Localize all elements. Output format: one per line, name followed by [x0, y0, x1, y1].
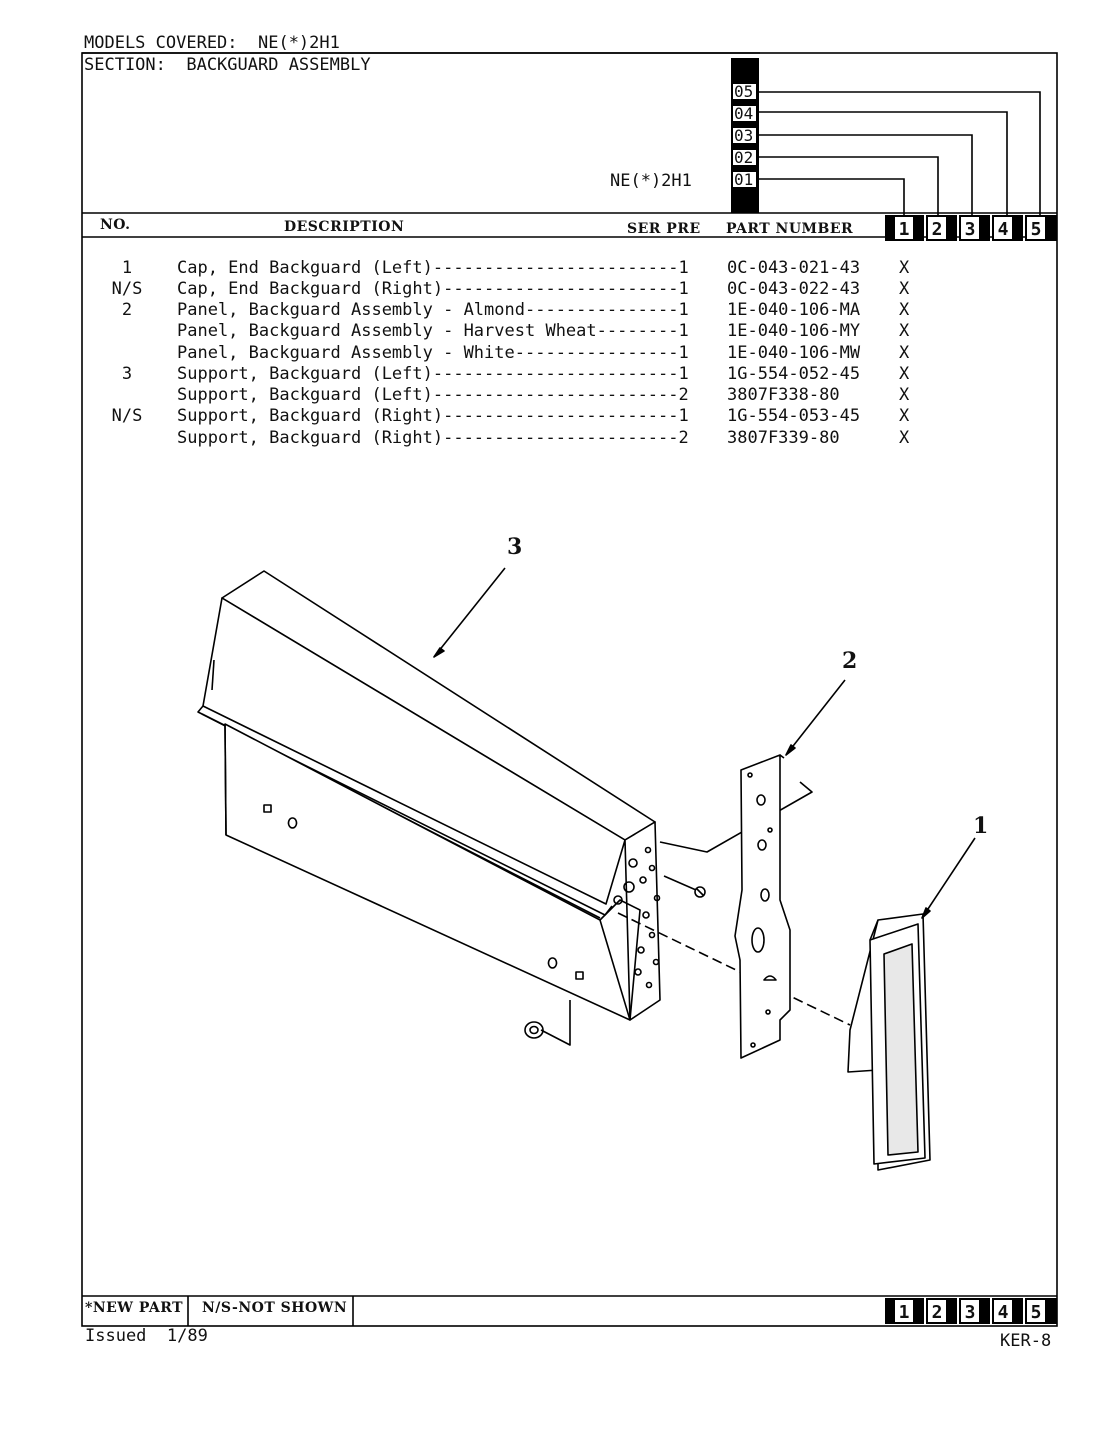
- header-description: DESCRIPTION: [284, 219, 405, 235]
- row-mark: X: [899, 300, 910, 320]
- row-mark: X: [899, 258, 910, 278]
- col-5: 5: [1025, 215, 1047, 241]
- row-mark: X: [899, 321, 910, 341]
- issued-date: Issued 1/89: [85, 1326, 208, 1346]
- variant-code-03: 03: [731, 126, 758, 145]
- row-description: Panel, Backguard Assembly - Harvest Whea…: [177, 321, 689, 341]
- row-description: Support, Backguard (Left)---------------…: [177, 364, 689, 384]
- row-no: N/S: [111, 406, 143, 426]
- table-row: Panel, Backguard Assembly - White-------…: [0, 343, 1100, 364]
- table-row: Panel, Backguard Assembly - Harvest Whea…: [0, 321, 1100, 342]
- row-part-number: 0C-043-022-43: [727, 279, 861, 299]
- callout-3: 3: [507, 534, 523, 560]
- row-description: Panel, Backguard Assembly - White-------…: [177, 343, 689, 363]
- table-row: Support, Backguard (Right)--------------…: [0, 428, 1100, 449]
- section-title: SECTION: BACKGUARD ASSEMBLY: [84, 55, 371, 75]
- variant-code-01: 01: [731, 170, 758, 189]
- col-1: 1: [893, 1298, 915, 1324]
- variant-code-02: 02: [731, 148, 758, 167]
- row-mark: X: [899, 364, 910, 384]
- col-1: 1: [893, 215, 915, 241]
- col-3: 3: [959, 215, 981, 241]
- row-mark: X: [899, 279, 910, 299]
- row-part-number: 3807F338-80: [727, 385, 840, 405]
- table-row: N/S Cap, End Backguard (Right)----------…: [0, 279, 1100, 300]
- row-mark: X: [899, 343, 910, 363]
- header-no: NO.: [100, 217, 131, 233]
- row-part-number: 1E-040-106-MA: [727, 300, 861, 320]
- callout-2: 2: [842, 648, 858, 674]
- models-covered: MODELS COVERED: NE(*)2H1: [84, 33, 340, 53]
- row-no: 3: [121, 364, 133, 384]
- row-no: N/S: [111, 279, 143, 299]
- table-row: N/S Support, Backguard (Right)----------…: [0, 406, 1100, 427]
- row-part-number: 0C-043-021-43: [727, 258, 861, 278]
- row-part-number: 3807F339-80: [727, 428, 840, 448]
- row-part-number: 1E-040-106-MY: [727, 321, 861, 341]
- row-description: Panel, Backguard Assembly - Almond------…: [177, 300, 689, 320]
- row-mark: X: [899, 428, 910, 448]
- table-row: 2 Panel, Backguard Assembly - Almond----…: [0, 300, 1100, 321]
- row-description: Support, Backguard (Right)--------------…: [177, 428, 689, 448]
- col-2: 2: [926, 215, 948, 241]
- row-mark: X: [899, 385, 910, 405]
- row-description: Cap, End Backguard (Left)---------------…: [177, 258, 689, 278]
- row-mark: X: [899, 406, 910, 426]
- table-row: Support, Backguard (Left)---------------…: [0, 385, 1100, 406]
- backguard-panel-part-3: [197, 570, 661, 1021]
- col-4: 4: [992, 1298, 1014, 1324]
- screw-icon: [663, 875, 706, 898]
- row-part-number: 1G-554-053-45: [727, 406, 861, 426]
- header-part-number: PART NUMBER: [726, 221, 854, 237]
- legend-new-part: *NEW PART: [85, 1300, 184, 1316]
- table-row: 3 Support, Backguard (Left)-------------…: [0, 364, 1100, 385]
- header-ser-pre: SER PRE: [627, 221, 701, 237]
- model-code: NE(*)2H1: [610, 171, 692, 191]
- row-description: Support, Backguard (Left)---------------…: [177, 385, 689, 405]
- end-cap-part-1: [847, 913, 931, 1171]
- bracket-part-2: [734, 754, 791, 1059]
- legend-not-shown: N/S-NOT SHOWN: [202, 1300, 348, 1316]
- nut-icon: [524, 1000, 571, 1046]
- variant-code-05: 05: [731, 82, 758, 101]
- row-description: Cap, End Backguard (Right)--------------…: [177, 279, 689, 299]
- col-2: 2: [926, 1298, 948, 1324]
- row-part-number: 1E-040-106-MW: [727, 343, 861, 363]
- col-5: 5: [1025, 1298, 1047, 1324]
- row-no: 2: [121, 300, 133, 320]
- row-description: Support, Backguard (Right)--------------…: [177, 406, 689, 426]
- variant-code-04: 04: [731, 104, 758, 123]
- table-row: 1 Cap, End Backguard (Left)-------------…: [0, 258, 1100, 279]
- row-part-number: 1G-554-052-45: [727, 364, 861, 384]
- page-code: KER-8: [1000, 1331, 1052, 1351]
- col-3: 3: [959, 1298, 981, 1324]
- row-no: 1: [121, 258, 133, 278]
- col-4: 4: [992, 215, 1014, 241]
- callout-1: 1: [973, 813, 989, 839]
